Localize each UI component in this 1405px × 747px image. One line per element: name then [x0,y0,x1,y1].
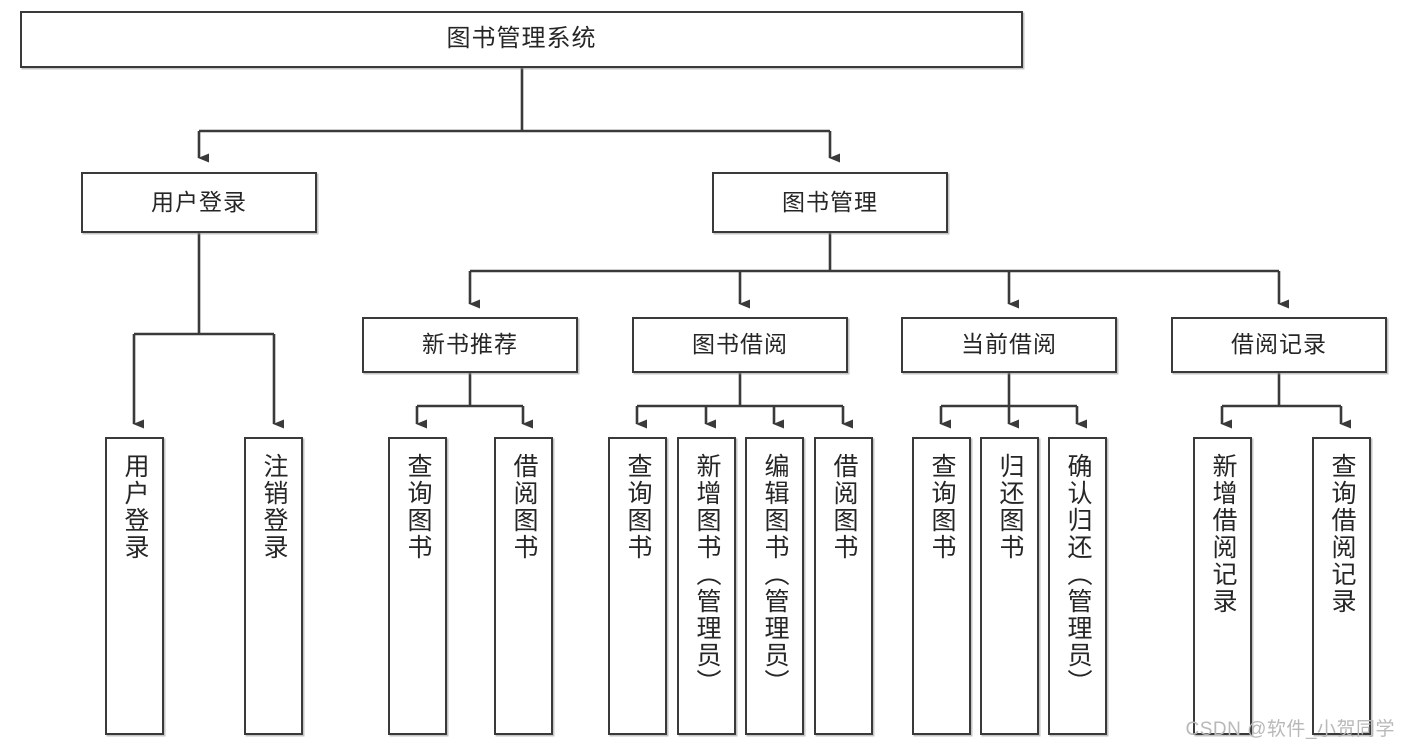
node-label: 借阅图书 [510,453,538,561]
node-label: 图书管理系统 [446,25,597,53]
leaf-recommend-query-book[interactable]: 查询图书 [388,437,447,735]
node-label: 注销登录 [260,453,288,561]
leaf-record-query-record[interactable]: 查询借阅记录 [1312,437,1371,735]
leaf-user-logout[interactable]: 注销登录 [244,437,303,735]
leaf-current-query-book[interactable]: 查询图书 [912,437,971,735]
watermark-text: CSDN @软件_小贺同学 [1185,719,1395,740]
node-label: 用户登录 [121,453,149,561]
leaf-record-add-record[interactable]: 新增借阅记录 [1193,437,1252,735]
node-root-system[interactable]: 图书管理系统 [20,11,1023,68]
node-label: 编辑图书（管理员） [761,453,789,696]
leaf-borrow-edit-book-admin[interactable]: 编辑图书（管理员） [745,437,804,735]
leaf-current-confirm-return-admin[interactable]: 确认归还（管理员） [1048,437,1107,735]
node-label: 查询图书 [928,453,956,561]
node-book-borrow[interactable]: 图书借阅 [632,317,848,373]
node-user-login[interactable]: 用户登录 [81,172,317,233]
node-label: 新增借阅记录 [1209,453,1237,615]
node-label: 用户登录 [151,188,247,215]
node-label: 查询图书 [404,453,432,561]
node-label: 新书推荐 [422,331,518,358]
leaf-recommend-borrow-book[interactable]: 借阅图书 [494,437,553,735]
node-label: 新增图书（管理员） [693,453,721,696]
node-book-management[interactable]: 图书管理 [712,172,948,233]
node-new-book-recommend[interactable]: 新书推荐 [362,317,578,373]
node-label: 查询借阅记录 [1328,453,1356,615]
node-label: 图书借阅 [692,331,788,358]
leaf-borrow-add-book-admin[interactable]: 新增图书（管理员） [677,437,736,735]
node-label: 查询图书 [624,453,652,561]
node-label: 借阅图书 [830,453,858,561]
node-label: 图书管理 [782,188,878,215]
node-borrow-record[interactable]: 借阅记录 [1171,317,1387,373]
node-label: 借阅记录 [1231,331,1327,358]
node-label: 归还图书 [996,453,1024,561]
leaf-user-login-do[interactable]: 用户登录 [105,437,164,735]
node-label: 确认归还（管理员） [1064,453,1092,696]
node-label: 当前借阅 [961,331,1057,358]
leaf-current-return-book[interactable]: 归还图书 [980,437,1039,735]
leaf-borrow-query-book[interactable]: 查询图书 [608,437,667,735]
leaf-borrow-borrow-book[interactable]: 借阅图书 [814,437,873,735]
node-current-borrow[interactable]: 当前借阅 [901,317,1117,373]
